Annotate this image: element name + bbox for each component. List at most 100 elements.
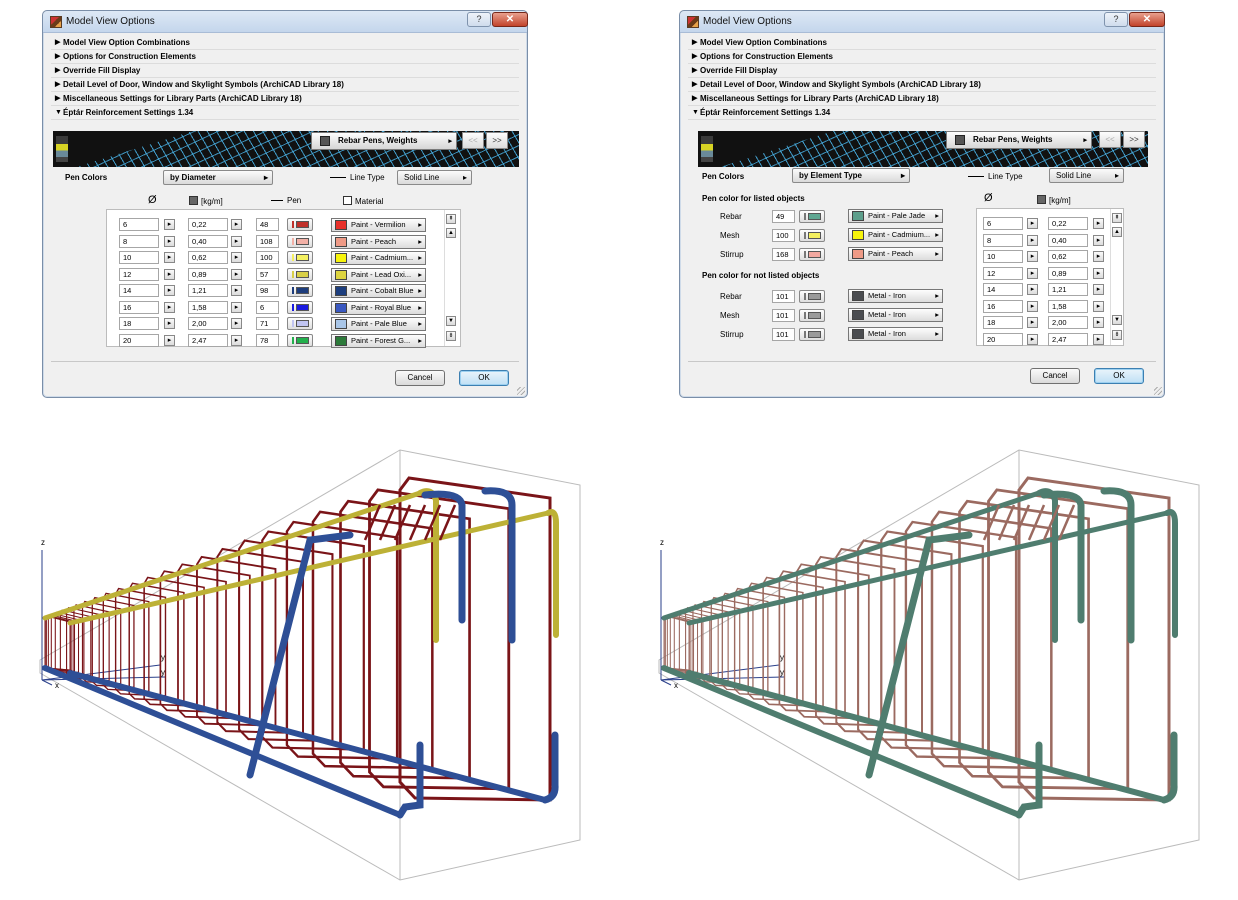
pen-color-picker[interactable] <box>287 300 313 314</box>
diameter-field[interactable]: 12 <box>983 266 1023 280</box>
weight-field[interactable]: 1,58 <box>188 300 228 314</box>
tree-item[interactable]: ▶Override Fill Display <box>51 64 519 78</box>
line-type-dropdown[interactable]: Solid Line <box>397 170 472 185</box>
weight-field[interactable]: 0,22 <box>1048 217 1088 230</box>
weight-field[interactable]: 1,21 <box>188 284 228 297</box>
close-button[interactable]: ✕ <box>1129 12 1165 27</box>
weight-stepper[interactable]: ▸ <box>1093 333 1104 345</box>
diameter-field[interactable]: 16 <box>119 300 159 314</box>
diameter-stepper[interactable]: ▸ <box>164 235 175 247</box>
weight-field[interactable]: 0,89 <box>188 267 228 281</box>
pen-number-field[interactable]: 100 <box>256 251 279 264</box>
table-scrollbar[interactable]: ⇞ ▲ ▼ ⇟ <box>1110 209 1122 345</box>
page-selector-button[interactable]: Rebar Pens, Weights <box>311 132 457 150</box>
scroll-down-button[interactable]: ▼ <box>446 316 456 326</box>
weight-stepper[interactable]: ▸ <box>1093 317 1104 328</box>
ok-button[interactable]: OK <box>1094 368 1144 384</box>
diameter-field[interactable]: 8 <box>983 233 1023 247</box>
tree-item[interactable]: ▶Options for Construction Elements <box>51 50 519 64</box>
pen-color-picker[interactable] <box>799 248 825 261</box>
material-picker[interactable]: Paint - Royal Blue <box>331 300 426 315</box>
pen-color-picker[interactable] <box>799 328 825 341</box>
help-button[interactable]: ? <box>467 12 491 27</box>
diameter-stepper[interactable]: ▸ <box>1027 300 1038 312</box>
diameter-stepper[interactable]: ▸ <box>1027 267 1038 279</box>
weight-field[interactable]: 2,47 <box>188 333 228 347</box>
diameter-field[interactable]: 8 <box>119 234 159 248</box>
scroll-up-button[interactable]: ▲ <box>446 228 456 238</box>
material-picker[interactable]: Paint - Peach <box>848 247 943 261</box>
diameter-field[interactable]: 20 <box>983 332 1023 346</box>
diameter-stepper[interactable]: ▸ <box>164 318 175 329</box>
pen-color-picker[interactable] <box>287 218 313 231</box>
weight-field[interactable]: 0,40 <box>1048 233 1088 247</box>
resize-grip[interactable] <box>1154 387 1162 395</box>
diameter-field[interactable]: 12 <box>119 267 159 281</box>
diameter-field[interactable]: 14 <box>119 284 159 297</box>
pen-number-field[interactable]: 49 <box>772 210 795 223</box>
weight-field[interactable]: 0,62 <box>188 251 228 264</box>
page-selector-button[interactable]: Rebar Pens, Weights <box>946 131 1092 149</box>
material-picker[interactable]: Paint - Cadmium... <box>331 251 426 265</box>
scroll-up-button[interactable]: ▲ <box>1112 227 1122 237</box>
pen-color-picker[interactable] <box>287 333 313 347</box>
tree-item[interactable]: ▶Override Fill Display <box>688 64 1156 78</box>
pen-number-field[interactable]: 78 <box>256 333 279 347</box>
pen-color-mode-dropdown[interactable]: by Diameter <box>163 170 273 185</box>
diameter-field[interactable]: 6 <box>119 218 159 231</box>
weight-stepper[interactable]: ▸ <box>1093 234 1104 246</box>
prev-page-button[interactable]: << <box>1099 131 1121 148</box>
pen-color-picker[interactable] <box>287 284 313 297</box>
weight-field[interactable]: 0,62 <box>1048 250 1088 263</box>
next-page-button[interactable]: >> <box>486 132 508 149</box>
weight-stepper[interactable]: ▸ <box>1093 251 1104 262</box>
weight-stepper[interactable]: ▸ <box>231 285 242 296</box>
diameter-field[interactable]: 18 <box>983 316 1023 329</box>
diameter-field[interactable]: 10 <box>983 250 1023 263</box>
prev-page-button[interactable]: << <box>462 132 484 149</box>
diameter-field[interactable]: 6 <box>983 217 1023 230</box>
diameter-stepper[interactable]: ▸ <box>164 334 175 346</box>
pen-number-field[interactable]: 71 <box>256 317 279 330</box>
weight-stepper[interactable]: ▸ <box>231 301 242 313</box>
pen-color-picker[interactable] <box>799 210 825 223</box>
scroll-top-button[interactable]: ⇞ <box>1112 213 1122 223</box>
diameter-stepper[interactable]: ▸ <box>164 268 175 280</box>
tree-item[interactable]: ▼Éptár Reinforcement Settings 1.34 <box>688 106 1156 120</box>
diameter-stepper[interactable]: ▸ <box>164 252 175 263</box>
pen-number-field[interactable]: 57 <box>256 267 279 281</box>
diameter-stepper[interactable]: ▸ <box>1027 218 1038 229</box>
diameter-field[interactable]: 20 <box>119 333 159 347</box>
material-picker[interactable]: Paint - Pale Jade <box>848 209 943 223</box>
table-scrollbar[interactable]: ⇞ ▲ ▼ ⇟ <box>444 210 456 346</box>
pen-number-field[interactable]: 101 <box>772 309 795 322</box>
weight-field[interactable]: 0,22 <box>188 218 228 231</box>
diameter-field[interactable]: 14 <box>983 283 1023 296</box>
pen-number-field[interactable]: 108 <box>256 234 279 248</box>
weight-stepper[interactable]: ▸ <box>1093 218 1104 229</box>
weight-field[interactable]: 0,89 <box>1048 266 1088 280</box>
tree-item[interactable]: ▶Detail Level of Door, Window and Skylig… <box>51 78 519 92</box>
diameter-stepper[interactable]: ▸ <box>164 219 175 230</box>
pen-color-picker[interactable] <box>287 267 313 281</box>
weight-field[interactable]: 0,40 <box>188 234 228 248</box>
weight-stepper[interactable]: ▸ <box>231 318 242 329</box>
material-picker[interactable]: Paint - Cobalt Blue <box>331 284 426 298</box>
diameter-field[interactable]: 18 <box>119 317 159 330</box>
pen-color-picker[interactable] <box>799 309 825 322</box>
pen-color-picker[interactable] <box>287 317 313 330</box>
material-picker[interactable]: Paint - Pale Blue <box>331 317 426 331</box>
diameter-field[interactable]: 10 <box>119 251 159 264</box>
weight-stepper[interactable]: ▸ <box>231 235 242 247</box>
weight-field[interactable]: 2,47 <box>1048 332 1088 346</box>
tree-item[interactable]: ▶Miscellaneous Settings for Library Part… <box>51 92 519 106</box>
pen-color-picker[interactable] <box>287 251 313 264</box>
pen-number-field[interactable]: 100 <box>772 229 795 242</box>
diameter-stepper[interactable]: ▸ <box>1027 317 1038 328</box>
diameter-field[interactable]: 16 <box>983 299 1023 313</box>
scroll-top-button[interactable]: ⇞ <box>446 214 456 224</box>
weight-stepper[interactable]: ▸ <box>1093 267 1104 279</box>
material-picker[interactable]: Paint - Peach <box>331 234 426 249</box>
diameter-stepper[interactable]: ▸ <box>1027 333 1038 345</box>
pen-number-field[interactable]: 48 <box>256 218 279 231</box>
